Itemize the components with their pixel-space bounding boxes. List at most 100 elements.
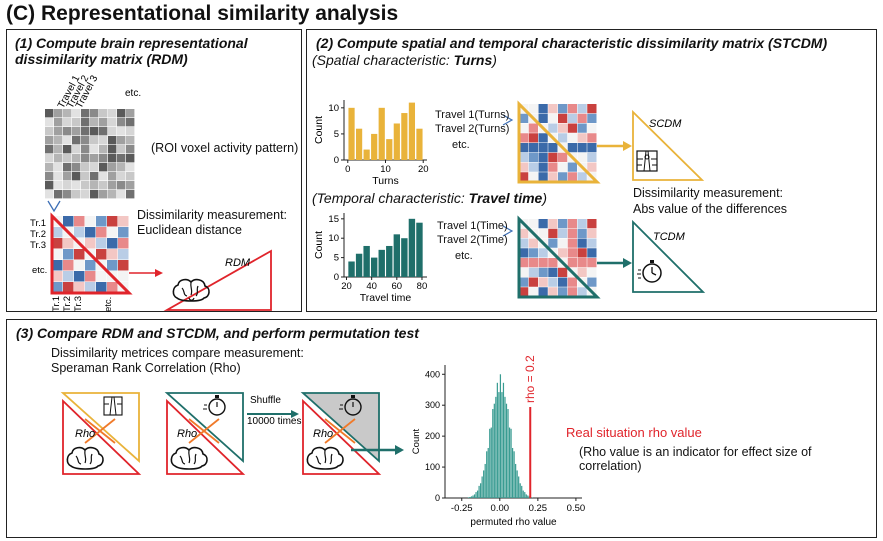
dissimilarity-cell: [528, 277, 538, 287]
dissimilarity-cell: [587, 219, 597, 229]
histogram-bar: [371, 133, 378, 160]
dissimilarity-cell: [558, 123, 568, 133]
dissimilarity-cell: [567, 162, 577, 172]
dissimilarity-cell: [567, 277, 577, 287]
dissimilarity-cell: [587, 277, 597, 287]
voxel-cell: [63, 190, 72, 199]
brain-icon: [172, 278, 210, 302]
dissimilarity-cell: [558, 238, 568, 248]
voxel-cell: [72, 181, 81, 190]
dissimilarity-cell: [577, 113, 587, 123]
histogram-bar: [516, 470, 518, 498]
histogram-bar: [378, 107, 385, 160]
rdm-cell: [63, 238, 74, 249]
voxel-cell: [72, 109, 81, 118]
dissimilarity-cell: [548, 162, 558, 172]
rdm-cell: [96, 282, 107, 293]
dissimilarity-cell: [587, 258, 597, 268]
dissimilarity-cell: [577, 104, 587, 114]
dissimilarity-cell: [548, 123, 558, 133]
panel1-title-line1: (1) Compute brain representational: [15, 35, 248, 51]
histogram-bar: [481, 476, 483, 498]
rdm-cell: [118, 260, 129, 271]
rdm-row-etc: etc.: [32, 265, 47, 276]
voxel-cell: [117, 154, 126, 163]
histogram-bar: [505, 403, 508, 498]
voxel-cell: [117, 172, 126, 181]
rdm-row-label: Tr.1: [30, 218, 46, 229]
histogram-bar: [504, 396, 506, 498]
histogram-bar: [416, 128, 423, 160]
rdm-cell: [85, 227, 96, 238]
dissimilarity-cell: [528, 248, 538, 258]
x-tick-label: 0.00: [491, 503, 510, 514]
voxel-cell: [54, 136, 63, 145]
voxel-cell: [90, 145, 99, 154]
dissimilarity-cell: [577, 228, 587, 238]
histogram-bar: [363, 149, 370, 160]
rdm-col-label: Tr.1: [51, 296, 62, 312]
histogram-bar: [515, 463, 517, 498]
dissimilarity-cell: [558, 267, 568, 277]
voxel-cell: [72, 145, 81, 154]
dissimilarity-cell: [538, 143, 548, 153]
dissimilarity-cell: [519, 123, 529, 133]
rdm-cell: [96, 216, 107, 227]
dissimilarity-cell: [548, 219, 558, 229]
x-tick-label: 60: [392, 281, 403, 292]
scdm-matrix: [519, 104, 597, 182]
dissimilarity-cell: [567, 172, 577, 182]
dissim-measure-line1: Dissimilarity measurement:: [137, 208, 288, 222]
rdm-cell: [63, 216, 74, 227]
voxel-cell: [54, 118, 63, 127]
x-axis-label: Travel time: [360, 292, 412, 304]
dissimilarity-cell: [538, 277, 548, 287]
dissimilarity-cell: [528, 238, 538, 248]
rdm-cell: [107, 238, 118, 249]
rdm-cell: [107, 282, 118, 293]
y-axis-label: Count: [313, 116, 325, 144]
dissimilarity-cell: [577, 219, 587, 229]
dissimilarity-cell: [587, 248, 597, 258]
dissimilarity-cell: [567, 123, 577, 133]
histogram-bar: [401, 238, 408, 277]
voxel-cell: [54, 145, 63, 154]
voxel-cell: [108, 109, 117, 118]
histogram-bar: [518, 476, 520, 498]
voxel-cell: [90, 109, 99, 118]
voxel-cell: [45, 109, 54, 118]
voxel-cell: [108, 154, 117, 163]
dissimilarity-cell: [577, 172, 587, 182]
rdm-cell: [52, 271, 63, 282]
histogram-bar: [487, 447, 489, 498]
dissimilarity-cell: [519, 267, 529, 277]
voxel-cell: [63, 154, 72, 163]
voxel-cell: [45, 118, 54, 127]
voxel-cell: [72, 190, 81, 199]
dissimilarity-cell: [558, 152, 568, 162]
voxel-cell: [99, 109, 108, 118]
dissimilarity-cell: [538, 228, 548, 238]
dissimilarity-cell: [548, 104, 558, 114]
panel2-title: (2) Compute spatial and temporal charact…: [316, 35, 828, 51]
voxel-cell: [54, 172, 63, 181]
rdm-cell: [52, 282, 63, 293]
dissimilarity-cell: [558, 228, 568, 238]
scdm-label: SCDM: [649, 118, 682, 130]
rdm-cell: [118, 227, 129, 238]
voxel-cell: [99, 181, 108, 190]
rdm-cell: [118, 249, 129, 260]
time-item-etc: etc.: [455, 250, 473, 262]
dissimilarity-cell: [577, 267, 587, 277]
rdm-cell: [85, 260, 96, 271]
voxel-cell: [108, 172, 117, 181]
voxel-cell: [90, 118, 99, 127]
y-tick-label: 400: [425, 369, 440, 379]
dissimilarity-cell: [558, 248, 568, 258]
dissimilarity-cell: [577, 152, 587, 162]
compare-line1: Dissimilarity metrices compare measureme…: [51, 346, 304, 360]
voxel-cell: [45, 190, 54, 199]
rdm-cell: [52, 238, 63, 249]
y-tick-label: 300: [425, 400, 440, 410]
